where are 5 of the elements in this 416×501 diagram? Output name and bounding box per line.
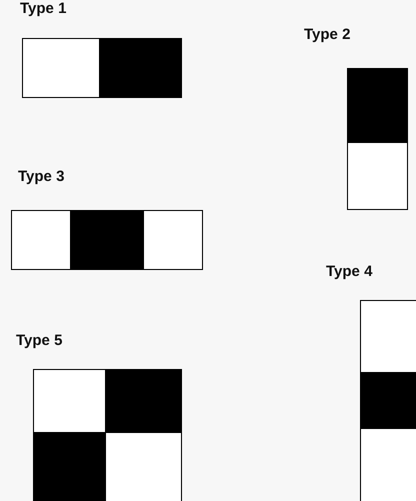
feature-title: Type 5 <box>16 332 62 350</box>
feature-title: Type 4 <box>326 263 372 281</box>
feature-title: Type 2 <box>304 26 350 44</box>
feature-title: Type 3 <box>18 168 64 186</box>
feature-title: Type 1 <box>20 0 66 18</box>
